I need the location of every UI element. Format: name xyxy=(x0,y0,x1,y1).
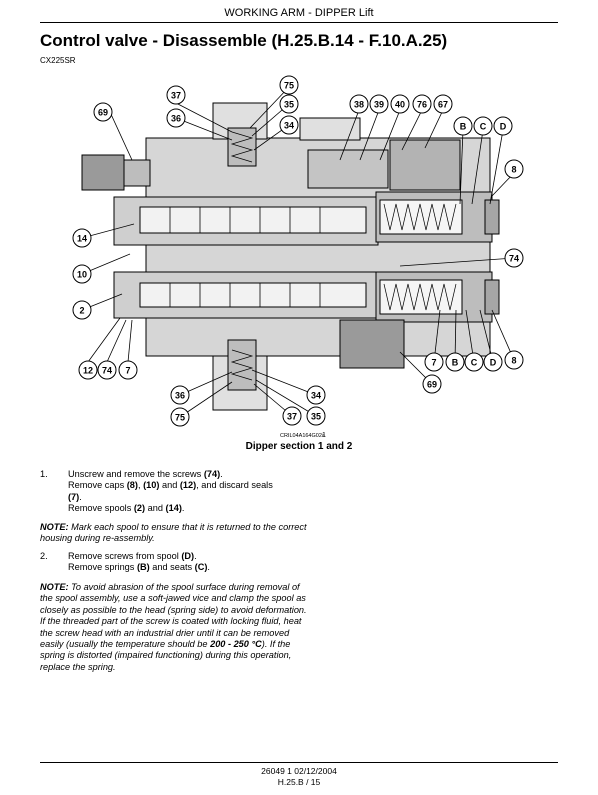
callout-d-top: D xyxy=(493,116,513,136)
callout-69-top: 69 xyxy=(93,102,113,122)
svg-text:C: C xyxy=(480,122,487,132)
callout-74-right: 74 xyxy=(504,248,524,268)
svg-text:75: 75 xyxy=(284,81,294,91)
callout-37-top: 37 xyxy=(166,85,186,105)
svg-text:36: 36 xyxy=(175,391,185,401)
spool-lands xyxy=(169,207,321,307)
callout-76: 76 xyxy=(412,94,432,114)
step-1: 1. Unscrew and remove the screws (74). R… xyxy=(40,469,308,515)
callout-74-left: 74 xyxy=(97,360,117,380)
svg-text:B: B xyxy=(452,358,459,368)
callout-39: 39 xyxy=(369,94,389,114)
callout-34-bottom: 34 xyxy=(306,385,326,405)
step-text: Remove screws from spool (D). Remove spr… xyxy=(68,551,210,573)
svg-text:38: 38 xyxy=(354,100,364,110)
callout-7-right: 7 xyxy=(424,352,444,372)
footer-page-ref: H.25.B / 15 xyxy=(277,777,321,787)
callout-69-bottom: 69 xyxy=(422,374,442,394)
svg-text:35: 35 xyxy=(284,100,294,110)
callout-12: 12 xyxy=(78,360,98,380)
svg-text:37: 37 xyxy=(287,412,297,422)
callout-75-bottom: 75 xyxy=(170,407,190,427)
svg-text:35: 35 xyxy=(311,412,321,422)
running-header: WORKING ARM - DIPPER Lift xyxy=(224,7,374,19)
valve-drawing xyxy=(81,102,500,411)
svg-text:37: 37 xyxy=(171,91,181,101)
callout-2: 2 xyxy=(72,300,92,320)
callout-b-bottom: B xyxy=(445,352,465,372)
callout-b-top: B xyxy=(453,116,473,136)
svg-text:12: 12 xyxy=(83,366,93,376)
callout-38: 38 xyxy=(349,94,369,114)
callout-c-bottom: C xyxy=(464,352,484,372)
svg-text:B: B xyxy=(460,122,467,132)
svg-text:7: 7 xyxy=(431,358,436,368)
callout-c-top: C xyxy=(473,116,493,136)
figure-number: 1 xyxy=(322,432,326,439)
spool-springs xyxy=(230,131,457,381)
svg-text:10: 10 xyxy=(77,270,87,280)
svg-text:74: 74 xyxy=(509,254,519,264)
svg-text:67: 67 xyxy=(438,100,448,110)
svg-text:C: C xyxy=(471,358,478,368)
svg-text:39: 39 xyxy=(374,100,384,110)
callout-d-bottom: D xyxy=(483,352,503,372)
svg-text:D: D xyxy=(490,358,497,368)
callout-36-top: 36 xyxy=(166,108,186,128)
header-rule xyxy=(40,22,558,23)
figure-caption: Dipper section 1 and 2 xyxy=(245,441,353,452)
step-number: 1. xyxy=(40,469,48,479)
svg-text:7: 7 xyxy=(125,366,130,376)
footer-rule xyxy=(40,762,558,763)
callout-67: 67 xyxy=(433,94,453,114)
model-code: CX225SR xyxy=(40,56,76,65)
step-number: 2. xyxy=(40,551,48,561)
svg-text:8: 8 xyxy=(511,356,516,366)
callout-35-top: 35 xyxy=(279,94,299,114)
callout-8-bottom: 8 xyxy=(504,350,524,370)
step-2: 2. Remove screws from spool (D). Remove … xyxy=(40,551,308,574)
callout-40: 40 xyxy=(390,94,410,114)
svg-text:76: 76 xyxy=(417,100,427,110)
svg-text:2: 2 xyxy=(79,306,84,316)
callout-labels: 69 37 36 75 35 34 38 39 40 76 67 B C D 8… xyxy=(72,75,524,427)
callout-35-bottom: 35 xyxy=(306,406,326,426)
svg-text:69: 69 xyxy=(427,380,437,390)
callout-14: 14 xyxy=(72,228,92,248)
svg-text:34: 34 xyxy=(311,391,321,401)
page-title: Control valve - Disassemble (H.25.B.14 -… xyxy=(40,31,448,50)
svg-text:D: D xyxy=(500,122,507,132)
svg-text:40: 40 xyxy=(395,100,405,110)
callout-34-top: 34 xyxy=(279,115,299,135)
svg-text:8: 8 xyxy=(511,165,516,175)
figure-code: CRIL04A164G02a xyxy=(280,433,325,439)
note-1: NOTE: Mark each spool to ensure that it … xyxy=(40,522,307,544)
step-text: Unscrew and remove the screws (74). Remo… xyxy=(68,469,273,514)
note-2: NOTE: To avoid abrasion of the spool sur… xyxy=(40,582,307,672)
callout-7-left: 7 xyxy=(118,360,138,380)
control-valve-diagram: 69 37 36 75 35 34 38 39 40 76 67 B C D 8… xyxy=(72,75,524,427)
callout-37-bottom: 37 xyxy=(282,406,302,426)
svg-text:36: 36 xyxy=(171,114,181,124)
footer-doc-id: 26049 1 02/12/2004 xyxy=(261,766,337,776)
svg-text:34: 34 xyxy=(284,121,294,131)
svg-text:74: 74 xyxy=(102,366,112,376)
svg-text:14: 14 xyxy=(77,234,87,244)
callout-36-bottom: 36 xyxy=(170,385,190,405)
callout-8-top: 8 xyxy=(504,159,524,179)
svg-text:75: 75 xyxy=(175,413,185,423)
svg-text:69: 69 xyxy=(98,108,108,118)
callout-10: 10 xyxy=(72,264,92,284)
callout-75-top: 75 xyxy=(279,75,299,95)
